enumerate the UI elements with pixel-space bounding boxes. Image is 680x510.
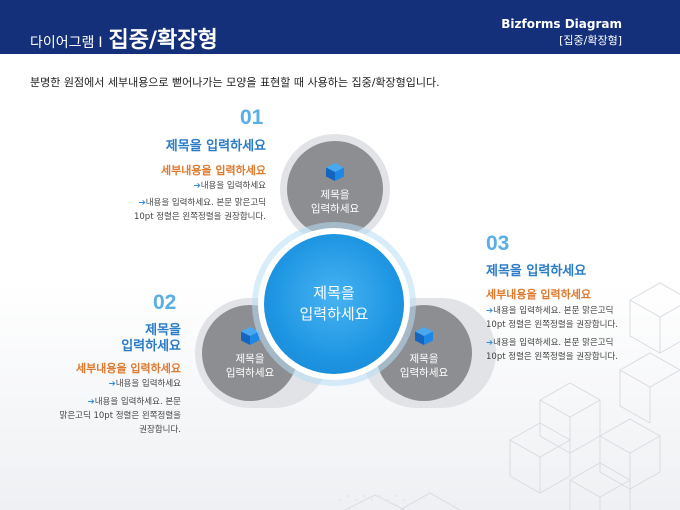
block-02-line-1-text: 내용을 입력하세요	[115, 379, 181, 389]
circle-top-line1: 제목을	[320, 189, 350, 201]
block-02-line-2: ➔내용을 입력하세요. 본문	[88, 396, 181, 408]
block-02-title-line1: 제목을	[145, 323, 181, 338]
block-01-title: 제목을 입력하세요	[165, 139, 266, 154]
arrow-right-icon: ➔	[108, 379, 116, 389]
block-03-number: 03	[486, 232, 510, 255]
block-02-line-3: 맑은고딕 10pt 정렬은 왼쪽정렬을	[59, 411, 182, 421]
block-01-line-1-text: 내용을 입력하세요	[200, 181, 266, 191]
block-03-line-2: 10pt 정렬은 왼쪽정렬을 권장합니다.	[486, 320, 619, 330]
block-02-number: 02	[153, 291, 177, 314]
block-02-line-2-text: 내용을 입력하세요. 본문	[94, 397, 181, 407]
block-01-subtitle: 세부내용을 입력하세요	[160, 164, 266, 177]
block-02-line-4: 권장합니다.	[139, 425, 181, 435]
block-03-title: 제목을 입력하세요	[486, 264, 587, 279]
block-02-subtitle: 세부내용을 입력하세요	[75, 362, 181, 375]
block-03-line-1-text: 내용을 입력하세요. 본문 맑은고딕	[493, 306, 614, 316]
arrow-right-icon: ➔	[138, 198, 146, 208]
cube-icon	[241, 327, 259, 345]
circle-left-line2: 입력하세요	[225, 367, 275, 379]
center-label-line2: 입력하세요	[299, 305, 369, 323]
block-01-line-1: ➔내용을 입력하세요	[194, 180, 266, 192]
block-03-line-3: ➔내용을 입력하세요. 본문 맑은고딕	[486, 337, 613, 349]
center-circle: 제목을 입력하세요	[264, 234, 404, 374]
brand-name: Bizforms Diagram	[501, 17, 622, 31]
block-02-line-1: ➔내용을 입력하세요	[109, 378, 181, 390]
block-01-line-2-text: 내용을 입력하세요. 본문 맑은고딕	[145, 198, 266, 208]
block-03-line-1: ➔내용을 입력하세요. 본문 맑은고딕	[486, 305, 613, 317]
cube-icon	[415, 327, 433, 345]
block-01-line-3: 10pt 정렬은 왼쪽정렬을 권장합니다.	[133, 212, 266, 222]
arrow-right-icon: ➔	[193, 181, 201, 191]
arrow-right-icon: ➔	[486, 306, 494, 316]
circle-right-line1: 제목을	[409, 353, 439, 365]
dotted-band	[338, 494, 406, 502]
cube-outline-pattern	[344, 282, 680, 510]
circle-top: 제목을 입력하세요	[287, 141, 383, 237]
circle-left-line1: 제목을	[235, 353, 265, 365]
arrow-right-icon: ➔	[486, 338, 494, 348]
circle-top-line2: 입력하세요	[310, 203, 360, 215]
diagram-type-title: 집중/확장형	[108, 28, 218, 53]
category-label: 다이어그램	[30, 35, 95, 51]
arrow-right-icon: ➔	[87, 397, 95, 407]
block-03-line-3-text: 내용을 입력하세요. 본문 맑은고딕	[493, 338, 614, 348]
description-text: 분명한 원점에서 세부내용으로 뻗어나가는 모양을 표현할 때 사용하는 집중/…	[30, 76, 440, 89]
block-01-line-2: ➔내용을 입력하세요. 본문 맑은고딕	[139, 197, 266, 209]
block-03-subtitle: 세부내용을 입력하세요	[486, 288, 592, 301]
brand-subtitle: [집중/확장형]	[559, 34, 622, 47]
title-separator: I	[98, 35, 103, 51]
block-02-title-line2: 입력하세요	[121, 339, 181, 354]
center-label-line1: 제목을	[313, 284, 355, 302]
cube-icon	[326, 163, 344, 181]
block-03-line-4: 10pt 정렬은 왼쪽정렬을 권장합니다.	[486, 352, 619, 362]
circle-right-line2: 입력하세요	[399, 367, 449, 379]
block-01-number: 01	[240, 106, 264, 129]
